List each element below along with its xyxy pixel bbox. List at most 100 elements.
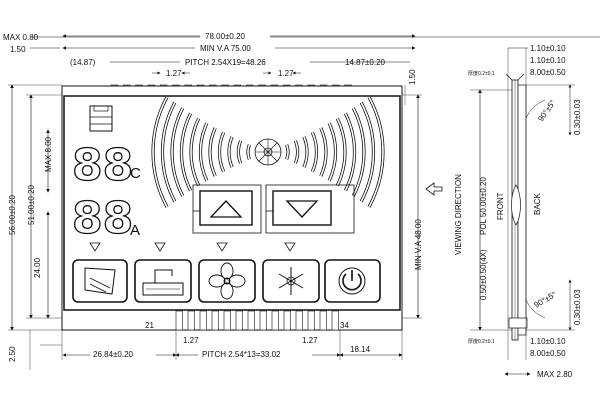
note-top-label: 厚度0.2±0.1 [468,70,495,77]
digit-display-bottom: 88 [72,193,133,244]
pol-label: POL 50.00±0.20 [479,177,488,235]
bottom-pin [259,310,267,331]
view-area-height-label: MIN V.A 48.00 [414,219,423,270]
bottom-pin [271,310,279,331]
up-arrow-box [192,184,262,234]
pitch-top-label: PITCH 2.54X19=48.26 [185,58,266,67]
max-thickness-label: MAX 2.80 [537,370,573,379]
edge-offset-left-label: 1.50 [10,45,26,54]
bottom-pin [331,310,339,331]
bottom-pin [187,310,195,331]
viewing-direction-label: VIEWING DIRECTION [454,174,463,255]
top-dimensions: MAX 0.80 1.50 78.00±0.20 MIN V.A 75.00 P… [3,31,600,78]
max-height-label: MAX 8.00 [44,136,53,172]
bottom-pin [223,310,231,331]
down-arrow-icon [285,200,319,218]
wave-arc-inner [294,140,299,164]
bottom-dimensions: 1.27 1.27 26.84±0.20 PITCH 2.54*13=33.02… [61,330,403,360]
faucet-icon [134,259,192,303]
bottom-pin [319,310,327,331]
wave-arc-inner [247,144,251,160]
overall-width-label: 78.00±0.20 [205,32,246,41]
wave-arc-inner [171,107,184,197]
wave-arc-inner [352,107,365,197]
airflow-wave-pattern [151,96,385,208]
front-label: FRONT [496,192,505,220]
unit-ampere-label: A [130,222,140,239]
indicator-triangles [89,242,296,252]
pin-first-bottom-label: 21 [145,321,154,330]
wave-arc-inner [152,96,168,208]
angle-bottom-label: 90°±5° [533,290,558,310]
digit-display-top: 88 [72,140,133,191]
fan-icon [198,259,256,303]
bottom-pin [199,310,207,331]
pin-gap-right-label: 1.27 [278,69,294,78]
pitch-bottom-label: PITCH 2.54*13=33.02 [202,350,281,359]
level-bars-icon [89,105,113,132]
max-thickness-top-label: MAX 0.80 [3,33,39,42]
pin-offset-left-label: (14.87) [70,58,96,67]
wave-arc-inner [209,127,216,177]
wave-arc-inner [190,118,200,186]
wave-arc-inner [237,140,242,164]
pin-gap-right-bottom-label: 1.27 [302,336,318,345]
angle-top-label: 90°±5° [536,98,557,123]
film-thick-label: 8.00±0.50 [530,68,566,77]
bottom-pin [283,310,291,331]
pad-pitch-label: 0.50±0.50(4X) [479,249,488,300]
center-flower-icon [254,138,282,166]
bottom-pin-row [175,310,339,331]
note-bottom-label: 厚度0.2±0.1 [468,338,495,345]
lower-height-label: 24.00 [33,257,42,278]
up-arrow-icon [209,200,243,218]
offset-left-bottom-label: 26.84±0.20 [93,350,134,359]
wave-arc-inner [228,136,233,168]
wave-arc-inner [320,127,327,177]
pin-gap-left-bottom-label: 1.27 [183,336,199,345]
snowflake-icon [262,259,320,303]
down-arrow-box [265,184,355,234]
edge-offset-right-label: 1.50 [408,69,417,85]
unit-celsius-label: C [130,165,141,182]
bottom-thick-a-label: 1.10±0.10 [530,337,566,346]
view-area-width-label: MIN V.A 75.00 [200,44,251,53]
back-label: BACK [533,193,542,215]
bottom-thick-b-label: 8.00±0.50 [530,349,566,358]
bottom-pin [247,310,255,331]
bottom-pin [295,310,303,331]
lcd-panel: 88 C 88 A [61,85,403,331]
thick-top-a-label: 1.10±0.10 [530,44,566,53]
wave-arc-inner [336,118,346,186]
wave-arc-inner [161,102,176,202]
wave-arc-inner [218,132,225,172]
gap-top-label: 0.30±0.03 [573,99,582,135]
right-dimensions: 1.50 MIN V.A 48.00 [402,69,423,319]
wave-arc-inner [180,112,192,192]
left-dimensions: 56.00±0.20 51.00±0.20 MAX 8.00 24.00 2.5… [8,84,62,370]
pin-offset-right-label: 14.87±0.20 [345,58,386,67]
wave-arc-inner [285,144,289,160]
bottom-pin [307,310,315,331]
offset-right-bottom-label: 18.14 [350,345,371,354]
left-arrow-icon [425,182,443,196]
power-icon [324,259,381,303]
wave-arc-inner [328,122,337,182]
bottom-margin-label: 2.50 [8,346,17,362]
wave-arc-inner [311,132,318,172]
bottom-pin [175,310,183,331]
gap-bottom-label: 0.30±0.03 [573,289,582,325]
pin-last-bottom-label: 34 [340,321,349,330]
wave-arc-inner [199,122,208,182]
pin-gap-left-label: 1.27 [166,69,182,78]
wave-arc-inner [344,112,356,192]
wave-arc-inner [360,102,375,202]
wave-arc-inner [303,136,308,168]
boiler-icon [72,259,128,303]
bottom-pin [211,310,219,331]
side-view-profile [505,48,575,360]
overall-height-label: 56.00±0.20 [8,194,17,235]
view-height-label: 51.00±0.20 [27,184,36,225]
